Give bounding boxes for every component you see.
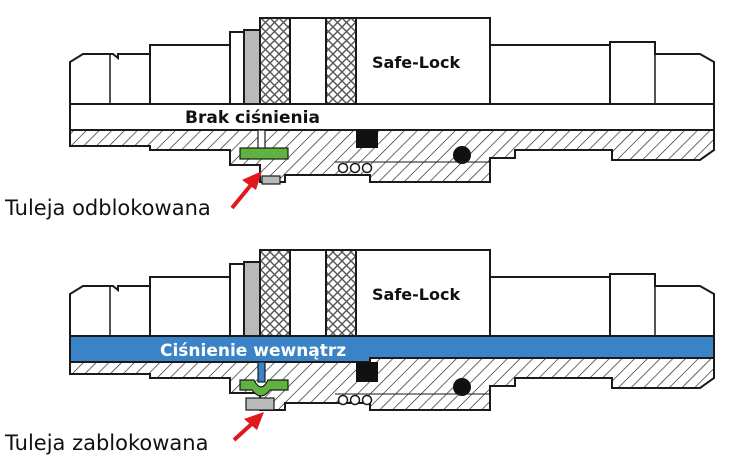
green-seal xyxy=(239,147,289,160)
hose-barb-left xyxy=(69,285,153,337)
locking-pin xyxy=(245,397,275,411)
spring xyxy=(335,393,490,406)
brand-label: Safe-Lock xyxy=(372,285,460,304)
green-seal xyxy=(239,379,289,397)
diagram-pressurized: Safe-Lock Ciśnienie wewnątrz Tuleja zabl… xyxy=(4,249,715,455)
plug-body-left xyxy=(149,44,231,105)
o-ring xyxy=(453,146,471,164)
collar xyxy=(229,31,245,105)
collar-grey-band xyxy=(243,261,261,337)
bore-channel xyxy=(69,103,715,131)
plug-body-right xyxy=(489,276,611,337)
sleeve-body xyxy=(289,17,327,105)
spring xyxy=(335,161,490,174)
knurled-ring xyxy=(259,17,291,105)
black-seal xyxy=(356,130,378,148)
hose-barb-right xyxy=(609,273,715,337)
sleeve-label: Tuleja odblokowana xyxy=(4,196,211,220)
diagram-unpressurized: Safe-Lock Brak ciśnienia Tu xyxy=(4,17,715,220)
status-label: Ciśnienie wewnątrz xyxy=(160,341,346,361)
black-seal xyxy=(356,362,378,382)
knurled-ring xyxy=(325,17,357,105)
knurled-ring xyxy=(325,249,357,337)
knurled-ring xyxy=(259,249,291,337)
hose-barb-left xyxy=(69,53,153,105)
arrow-indicator xyxy=(230,171,262,210)
hose-barb-right xyxy=(609,41,715,105)
o-ring xyxy=(453,378,471,396)
collar xyxy=(229,263,245,337)
vent-gap xyxy=(257,129,266,151)
status-label: Brak ciśnienia xyxy=(185,108,320,128)
plug-body-right xyxy=(489,44,611,105)
brand-label: Safe-Lock xyxy=(372,53,460,72)
sleeve-label: Tuleja zablokowana xyxy=(4,431,208,455)
wall-section xyxy=(69,357,715,411)
pressure-passage xyxy=(257,361,266,383)
plug-body-left xyxy=(149,276,231,337)
sleeve-body xyxy=(289,249,327,337)
locking-pin xyxy=(261,175,281,185)
wall-section xyxy=(69,129,715,183)
arrow-indicator xyxy=(232,412,264,442)
collar-grey-band xyxy=(243,29,261,105)
